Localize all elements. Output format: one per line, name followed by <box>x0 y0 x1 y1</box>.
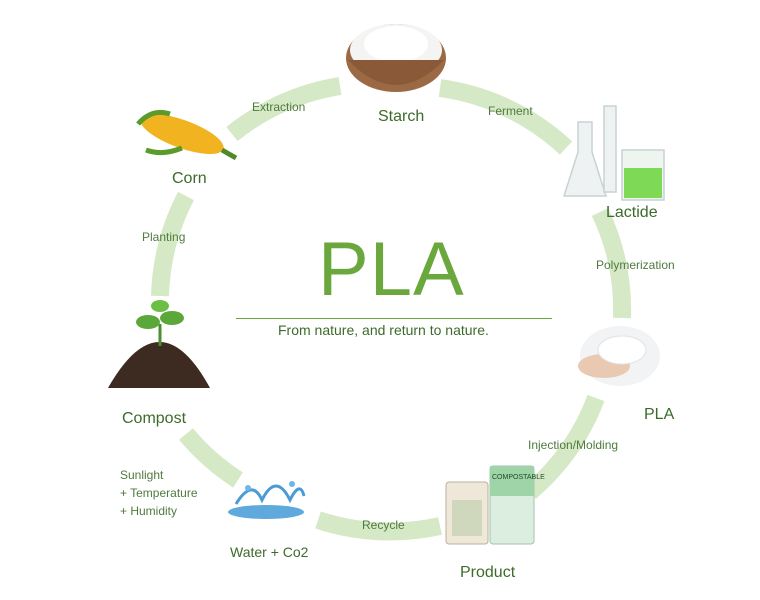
condition-humidity: + Humidity <box>120 504 178 518</box>
ring-arc-ferment <box>438 79 573 155</box>
edge-label-polymerization: Polymerization <box>596 258 675 272</box>
center-title: PLA <box>318 227 465 312</box>
soil-sprout-icon <box>108 300 210 388</box>
edge-label-extraction: Extraction <box>252 100 306 114</box>
node-label-compost: Compost <box>122 410 187 427</box>
ring-arc-planting <box>151 191 195 297</box>
edge-label-ferment: Ferment <box>488 104 533 118</box>
center-divider <box>236 318 552 319</box>
ring-arc-extraction <box>226 77 342 142</box>
center-subtitle: From nature, and return to nature. <box>278 322 489 338</box>
node-label-corn: Corn <box>172 170 207 187</box>
pla-pellets-icon <box>578 326 660 386</box>
lab-glassware-icon <box>562 105 665 201</box>
condition-temperature: + Temperature <box>120 486 198 500</box>
starch-bowl-icon <box>346 24 446 92</box>
conditions-list: Sunlight + Temperature + Humidity <box>120 466 198 520</box>
node-label-lactide: Lactide <box>606 204 658 221</box>
edge-label-recycle: Recycle <box>362 518 405 532</box>
product-pack-text: COMPOSTABLE <box>492 474 545 481</box>
ring-arc-conditions <box>179 428 244 488</box>
node-label-starch: Starch <box>378 108 425 125</box>
ring-arc-polymerization <box>591 208 632 319</box>
ring-arc-injection <box>524 394 605 499</box>
node-label-water: Water + Co2 <box>230 544 309 560</box>
ring-arc-recycle <box>315 511 442 541</box>
corn-cob-icon <box>136 109 238 161</box>
edge-label-injection: Injection/Molding <box>528 438 619 452</box>
water-splash-icon <box>228 481 306 519</box>
condition-sunlight: Sunlight <box>120 468 164 482</box>
node-label-product: Product <box>460 564 516 581</box>
edge-label-planting: Planting <box>142 230 186 244</box>
compostable-bag-icon <box>445 465 535 545</box>
node-label-pla: PLA <box>644 406 675 423</box>
